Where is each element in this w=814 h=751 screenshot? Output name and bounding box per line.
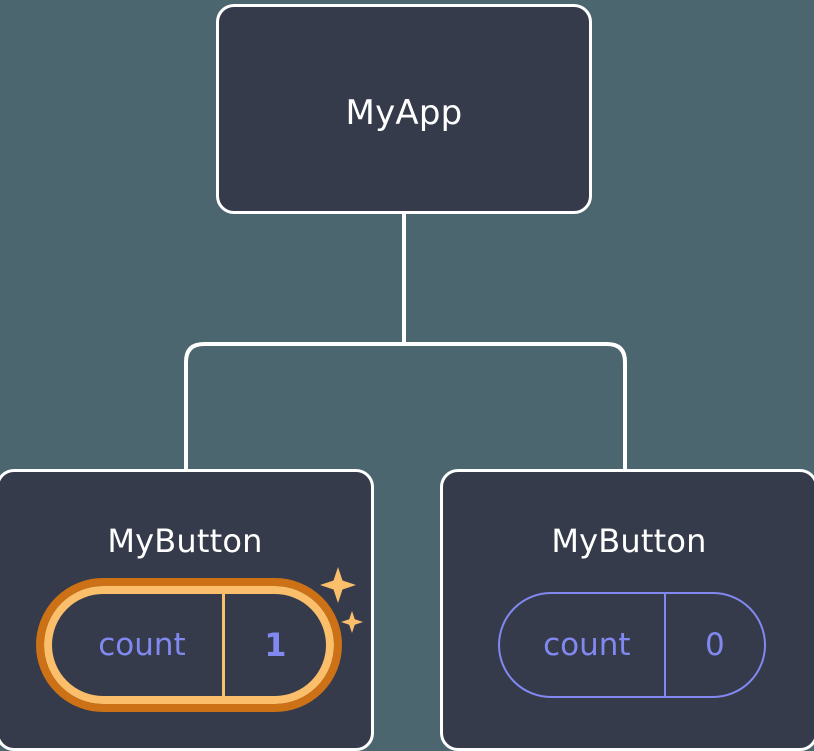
state-value-label: 1 <box>264 626 287 664</box>
component-node-mybutton-right[interactable]: MyButton count 0 <box>440 469 814 751</box>
sparkle-icon <box>341 611 363 633</box>
state-key-label: count <box>543 627 631 663</box>
state-value-label: 0 <box>704 627 725 663</box>
component-node-label: MyApp <box>345 93 463 133</box>
component-node-myapp[interactable]: MyApp <box>216 4 592 214</box>
state-pill-count[interactable]: count 0 <box>498 592 766 698</box>
state-pill-divider <box>663 594 666 696</box>
component-node-label: MyButton <box>107 522 263 560</box>
connector-branch-bus <box>184 342 627 471</box>
component-tree-diagram: MyApp MyButton count 1 MyButton count 0 <box>0 4 814 751</box>
state-key-label: count <box>98 627 186 663</box>
connector-lines <box>184 212 627 471</box>
state-pill-count-highlighted[interactable]: count 1 <box>36 578 342 712</box>
state-pill-divider <box>221 594 225 696</box>
component-node-mybutton-left[interactable]: MyButton count 1 <box>0 469 374 751</box>
component-node-label: MyButton <box>551 522 707 560</box>
